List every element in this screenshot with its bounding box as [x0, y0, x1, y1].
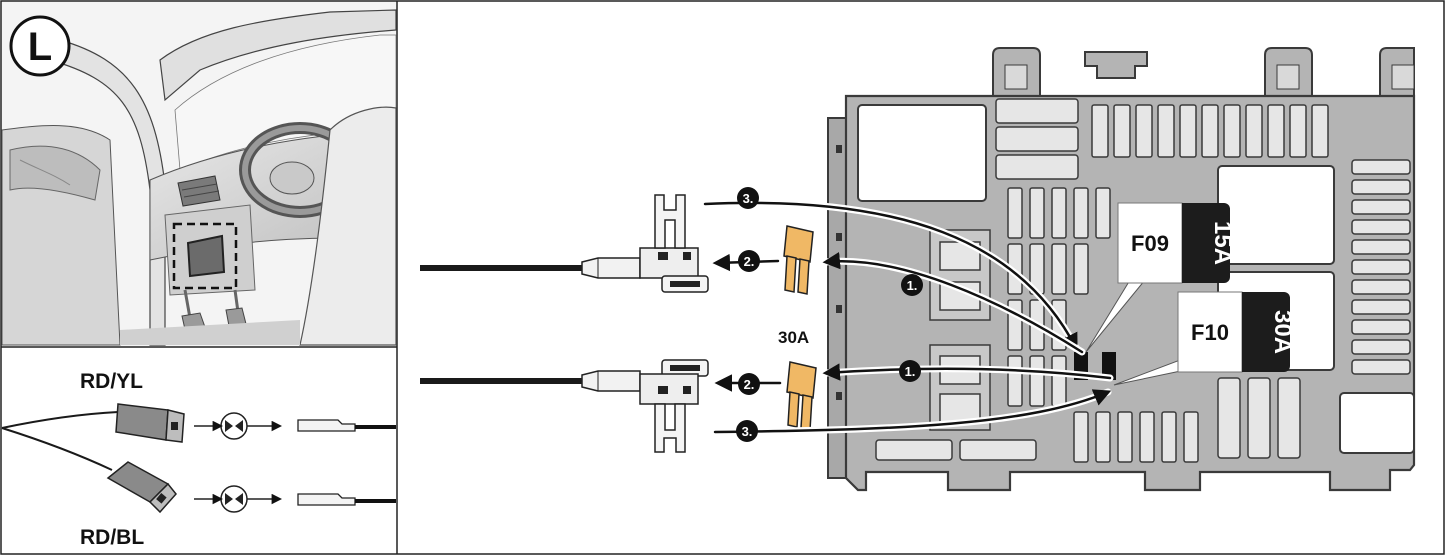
step-badge-3-bottom: 3.: [736, 420, 758, 442]
step-badge-2-top: 2.: [738, 250, 760, 272]
step-badges: 3. 2. 1. 1. 2. 3.: [736, 187, 923, 442]
terminal-top: [297, 419, 396, 432]
wires: [420, 265, 582, 384]
fuse-tag-rating: 15A: [1209, 221, 1236, 265]
fuse-tap-bottom: [581, 359, 709, 453]
fuse-tag-f09: F09 15A: [1085, 202, 1236, 353]
fuse-tap-top: [581, 194, 709, 293]
location-badge: L: [9, 15, 71, 77]
connector-plug-top: [115, 403, 185, 443]
svg-text:1.: 1.: [907, 278, 918, 293]
wire-label-bottom: RD/BL: [80, 526, 144, 549]
fuse-tag-slot: F10: [1191, 320, 1229, 345]
connector-plug-bottom: [106, 461, 177, 514]
fuse-small-bottom: 30A: [778, 328, 817, 431]
fuse-panel-highlight: [172, 222, 238, 290]
step-badge-3-top: 3.: [737, 187, 759, 209]
terminal-bottom: [297, 493, 396, 506]
step-badge-1-top: 1.: [901, 274, 923, 296]
fuse-tag-rating: 30A: [1269, 310, 1296, 354]
wire-label-top: RD/YL: [80, 370, 143, 393]
svg-text:3.: 3.: [743, 191, 754, 206]
svg-text:1.: 1.: [905, 364, 916, 379]
connect-symbol-top: [194, 412, 283, 440]
svg-text:2.: 2.: [744, 377, 755, 392]
target-slot-f10: [1102, 352, 1116, 380]
wire-connector-panel: RD/YL RD/BL: [1, 370, 396, 549]
svg-text:2.: 2.: [744, 254, 755, 269]
step-arrows: [701, 199, 1114, 436]
fuse-tag-f10: F10 30A: [1113, 291, 1296, 386]
location-letter: L: [28, 25, 52, 69]
connect-symbol-bottom: [194, 485, 283, 513]
fuse-small-top: [783, 225, 814, 295]
car-interior-illustration: [1, 2, 397, 346]
svg-text:3.: 3.: [742, 424, 753, 439]
step-badge-2-bottom: 2.: [738, 373, 760, 395]
loose-fuse-rating: 30A: [778, 328, 809, 347]
step-badge-1-bottom: 1.: [899, 360, 921, 382]
fuse-tag-slot: F09: [1131, 231, 1169, 256]
